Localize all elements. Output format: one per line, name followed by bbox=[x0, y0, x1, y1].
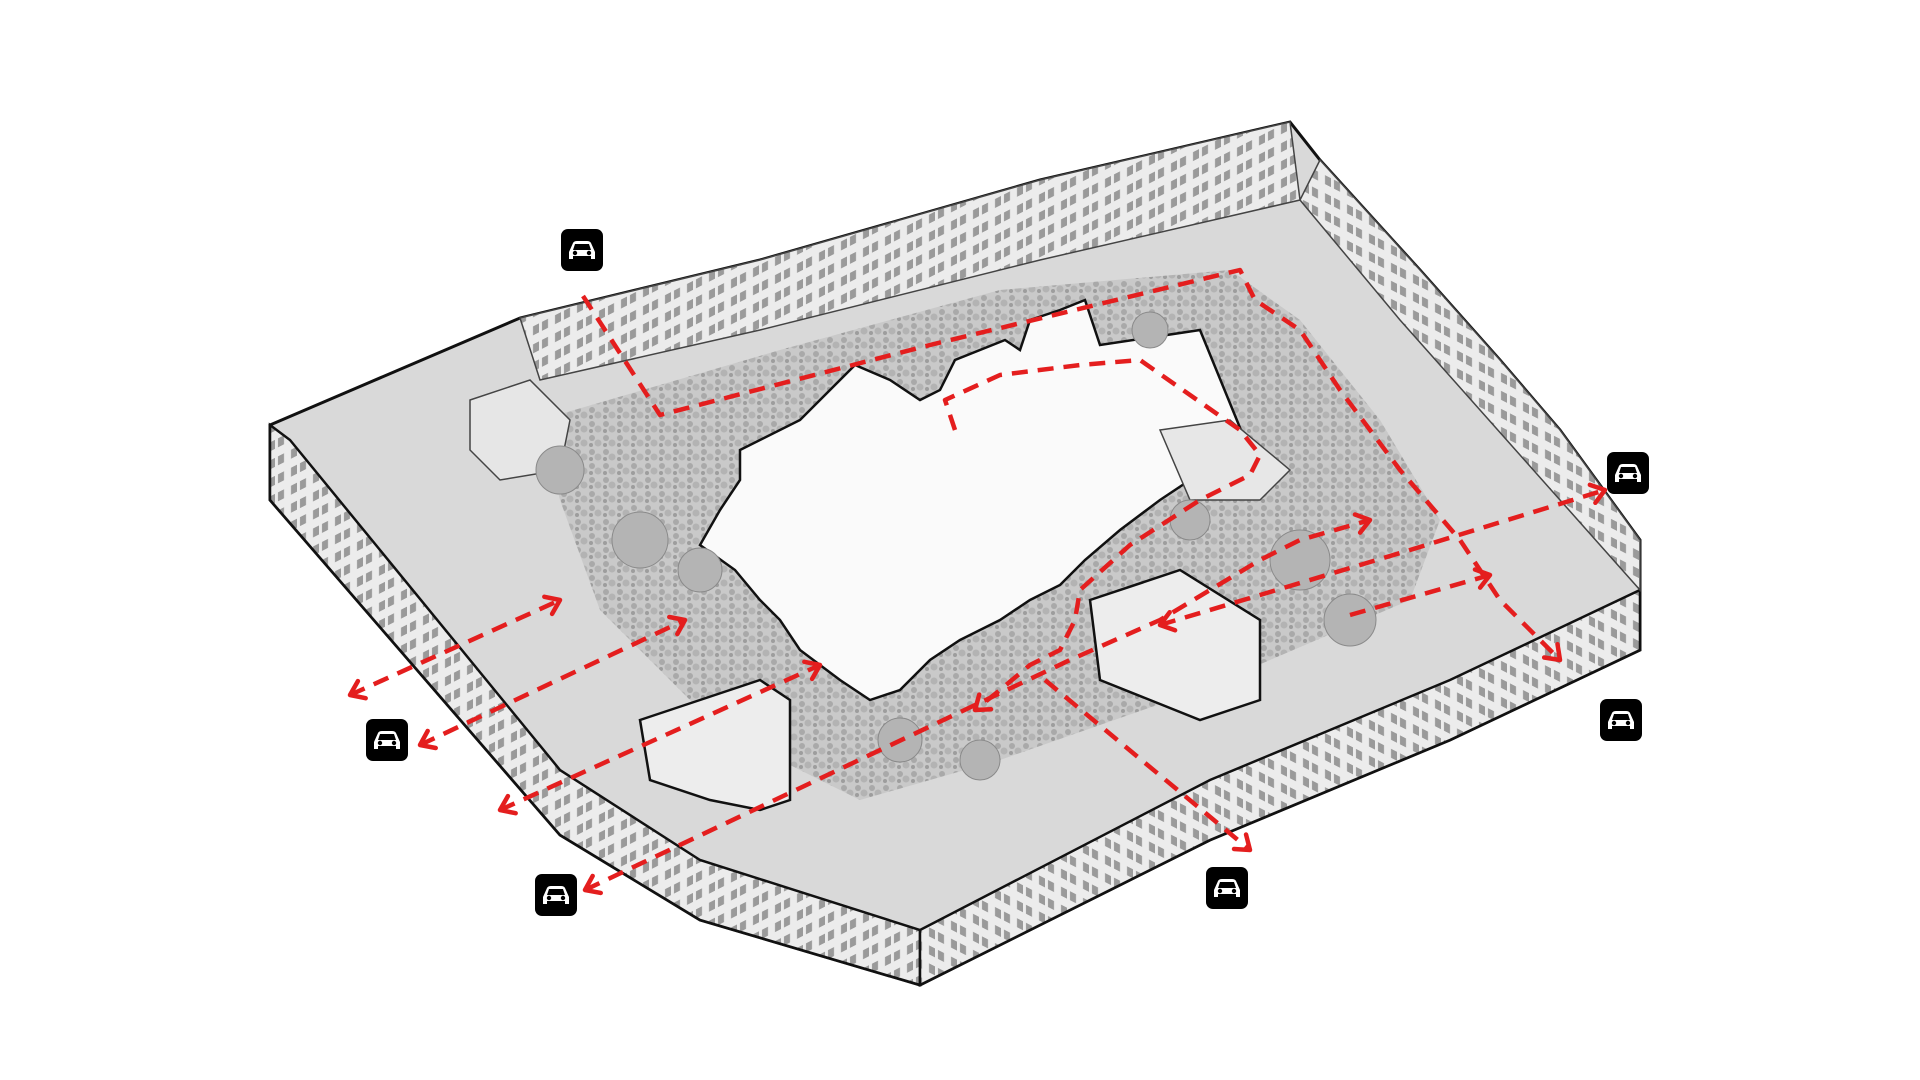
car-badge-south-east bbox=[1600, 699, 1642, 741]
car-headlight bbox=[1618, 473, 1624, 479]
car-headlight bbox=[560, 895, 566, 901]
tree bbox=[1131, 311, 1169, 349]
tree bbox=[677, 547, 723, 593]
route-inner-loop bbox=[942, 357, 1263, 712]
dashed-arrow-icon bbox=[972, 692, 994, 713]
dashed-arrow-icon bbox=[582, 873, 603, 896]
car-headlight bbox=[1632, 473, 1638, 479]
route-west-access-b bbox=[419, 617, 686, 748]
courtyard-trees bbox=[535, 311, 1377, 781]
car-badge-north-west bbox=[561, 229, 603, 271]
traffic-routes bbox=[347, 267, 1608, 896]
tree bbox=[959, 739, 1001, 781]
car-headlight bbox=[377, 740, 383, 746]
tree bbox=[535, 445, 585, 495]
dashed-arrow-icon bbox=[1352, 512, 1373, 535]
central-plaza-cutout bbox=[698, 298, 1247, 702]
dashed-arrow-icon bbox=[802, 659, 823, 682]
inner-building-south bbox=[638, 678, 792, 812]
route-west-access-a bbox=[349, 597, 561, 698]
car-headlight bbox=[1231, 888, 1237, 894]
tree bbox=[1323, 593, 1377, 647]
car-badge-south bbox=[1206, 867, 1248, 909]
dashed-arrow-icon bbox=[1587, 482, 1608, 506]
car-headlight bbox=[546, 895, 552, 901]
dashed-arrow-icon bbox=[1472, 567, 1493, 590]
car-badge-east bbox=[1607, 452, 1649, 494]
tree bbox=[1269, 529, 1331, 591]
car-headlight bbox=[586, 250, 592, 256]
inner-building-east bbox=[1158, 419, 1292, 501]
car-headlight bbox=[572, 250, 578, 256]
dashed-arrow-icon bbox=[1231, 832, 1253, 853]
block-facades bbox=[268, 121, 1642, 988]
dashed-arrow-icon bbox=[497, 793, 518, 816]
car-headlight bbox=[1611, 720, 1617, 726]
east-facade bbox=[1299, 158, 1641, 592]
car-headlight bbox=[1625, 720, 1631, 726]
car-headlight bbox=[1217, 888, 1223, 894]
route-east-access-a bbox=[1159, 487, 1606, 628]
dashed-arrow-icon bbox=[1541, 641, 1563, 663]
tree bbox=[611, 511, 669, 569]
car-badge-west bbox=[366, 719, 408, 761]
route-west-access-c bbox=[499, 662, 821, 813]
route-south-access bbox=[1043, 678, 1252, 852]
route-north-ring bbox=[581, 267, 1562, 662]
dashed-arrow-icon bbox=[347, 678, 368, 701]
car-badge-south-west bbox=[535, 874, 577, 916]
dashed-arrow-icon bbox=[542, 594, 563, 617]
dashed-arrow-icon bbox=[417, 728, 438, 751]
car-access-badges bbox=[366, 229, 1649, 916]
dashed-arrow-icon bbox=[667, 614, 688, 637]
north-facade bbox=[519, 121, 1301, 381]
route-southwest-access bbox=[584, 517, 1371, 893]
car-headlight bbox=[391, 740, 397, 746]
dashed-arrow-icon bbox=[1157, 610, 1178, 633]
